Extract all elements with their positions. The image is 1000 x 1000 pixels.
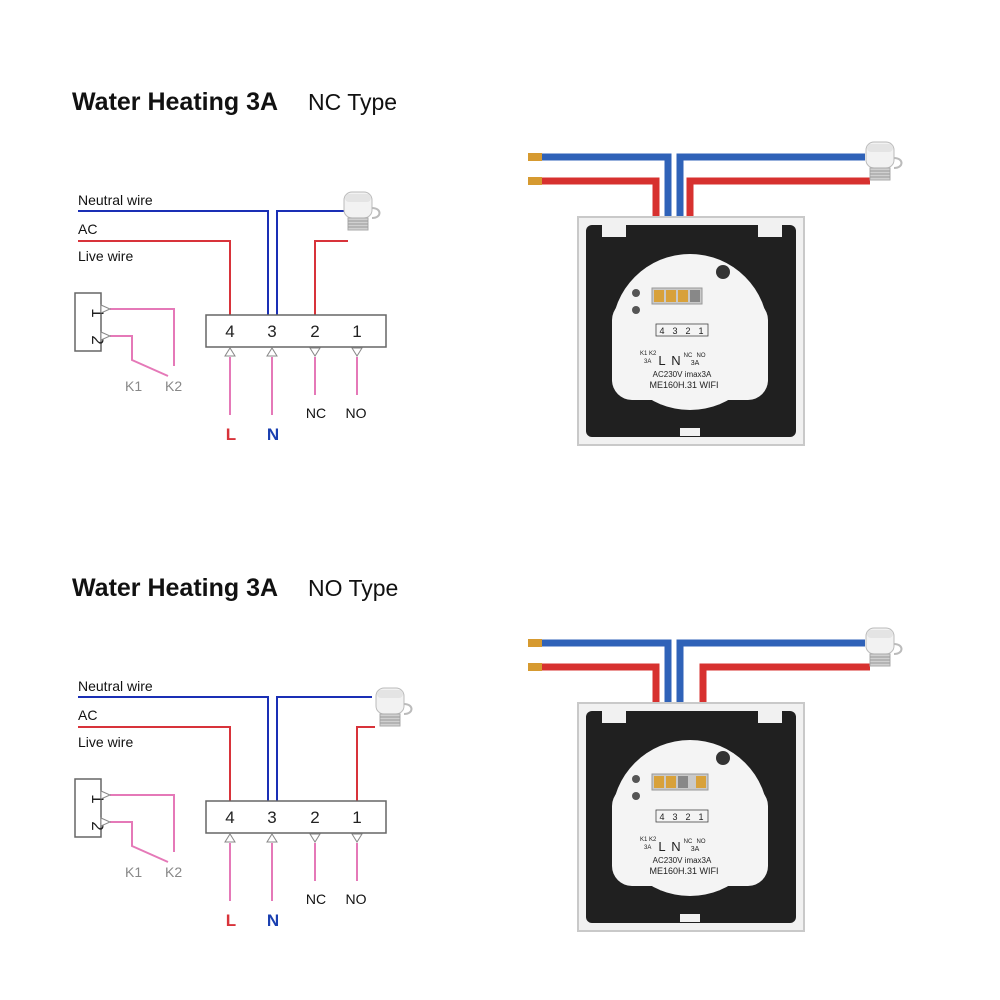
terminal-3: 3 [267, 808, 276, 827]
thermostat-device: 4 3 2 1 K1 K2 3A L N NC NO 3A AC230V ima… [528, 627, 903, 932]
actuator-icon [343, 191, 381, 231]
device-n: N [671, 839, 680, 854]
sensor-pin-2: 2 [88, 335, 107, 344]
neutral-wire-label: Neutral wire [78, 678, 153, 694]
nc-label: NC [306, 891, 326, 907]
device-amp-1: 3A [644, 845, 651, 851]
sensor-box [74, 292, 102, 352]
terminal-3: 3 [267, 322, 276, 341]
terminal-block [205, 800, 387, 834]
device-model: ME160H.31 WIFI [649, 866, 718, 876]
terminal-4: 4 [225, 808, 234, 827]
terminal-2: 2 [310, 808, 319, 827]
sensor-box [74, 778, 102, 838]
live-wire-label: Live wire [78, 248, 133, 264]
device-nc: NC [684, 353, 693, 359]
section-subtitle: NC Type [308, 89, 397, 115]
actuator-icon [375, 687, 413, 727]
device-term-3: 3 [672, 326, 677, 336]
section-no: Water Heating 3A NO Type Neutral wire AC… [72, 574, 903, 932]
device-term-3: 3 [672, 812, 677, 822]
device-k-labels: K1 K2 [640, 837, 657, 843]
n-label: N [267, 425, 279, 444]
device-rating: AC230V imax3A [653, 856, 712, 865]
live-wire [78, 726, 375, 801]
section-title: Water Heating 3A [72, 88, 278, 116]
ac-label: AC [78, 221, 97, 237]
output-wires [229, 357, 358, 415]
no-label: NO [346, 891, 367, 907]
output-wires [229, 843, 358, 901]
device-term-4: 4 [659, 326, 664, 336]
live-wire [78, 240, 348, 315]
l-label: L [226, 425, 236, 444]
terminal-1: 1 [352, 808, 361, 827]
neutral-wire-label: Neutral wire [78, 192, 153, 208]
section-subtitle: NO Type [308, 575, 398, 601]
device-no: NO [697, 839, 706, 845]
sensor-pin-2: 2 [88, 821, 107, 830]
device-term-2: 2 [685, 812, 690, 822]
no-label: NO [346, 405, 367, 421]
terminal-4: 4 [225, 322, 234, 341]
device-amp-2: 3A [691, 360, 700, 367]
device-rating: AC230V imax3A [653, 370, 712, 379]
device-n: N [671, 353, 680, 368]
k2-label: K2 [165, 378, 182, 394]
k1-label: K1 [125, 864, 142, 880]
n-label: N [267, 911, 279, 930]
sensor-wires [110, 308, 175, 377]
device-amp-1: 3A [644, 359, 651, 365]
device-l: L [658, 353, 665, 368]
sensor-pin-1: 1 [88, 308, 107, 317]
device-k-labels: K1 K2 [640, 351, 657, 357]
device-term-2: 2 [685, 326, 690, 336]
neutral-wire [78, 210, 345, 315]
device-term-1: 1 [698, 326, 703, 336]
nc-label: NC [306, 405, 326, 421]
terminal-1: 1 [352, 322, 361, 341]
l-label: L [226, 911, 236, 930]
terminal-block [205, 314, 387, 348]
neutral-wire [78, 696, 372, 801]
section-nc: Water Heating 3A NC Type Neutral wire AC… [72, 88, 903, 446]
section-title: Water Heating 3A [72, 574, 278, 602]
k1-label: K1 [125, 378, 142, 394]
sensor-pin-1: 1 [88, 794, 107, 803]
ac-label: AC [78, 707, 97, 723]
device-l: L [658, 839, 665, 854]
thermostat-device: 4 3 2 1 K1 K2 3A L N NC NO 3A AC230V ima… [528, 141, 903, 446]
actuator-icon [865, 627, 903, 667]
device-term-4: 4 [659, 812, 664, 822]
sensor-wires [110, 794, 175, 863]
k2-label: K2 [165, 864, 182, 880]
live-wire-label: Live wire [78, 734, 133, 750]
device-amp-2: 3A [691, 846, 700, 853]
device-nc: NC [684, 839, 693, 845]
actuator-icon [865, 141, 903, 181]
device-no: NO [697, 353, 706, 359]
terminal-2: 2 [310, 322, 319, 341]
device-term-1: 1 [698, 812, 703, 822]
device-model: ME160H.31 WIFI [649, 380, 718, 390]
